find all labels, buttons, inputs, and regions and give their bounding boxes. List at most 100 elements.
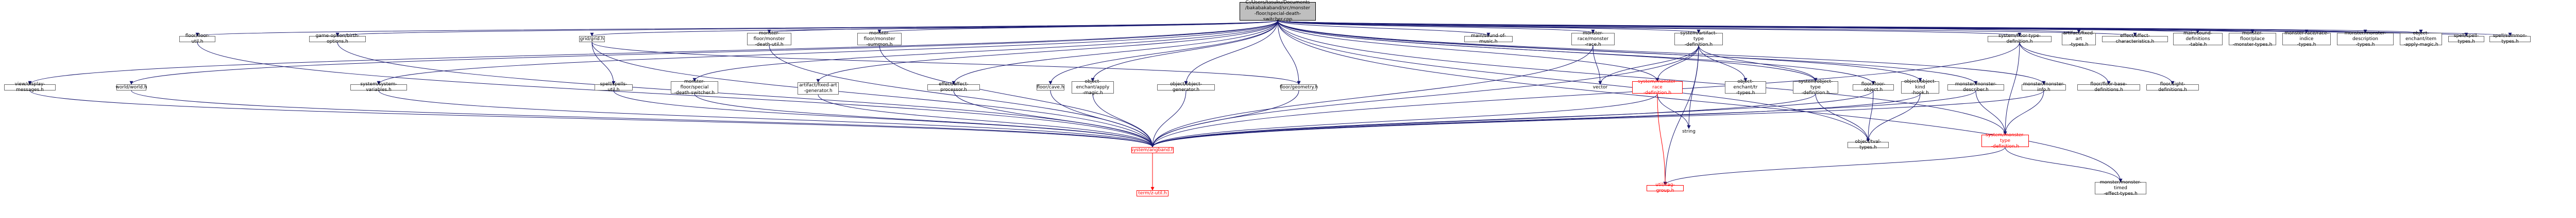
node-spell-types[interactable]: spell/spell-types.h xyxy=(2448,33,2484,44)
node-label: floor/floor-util.h xyxy=(185,33,210,44)
node-string: string xyxy=(1679,129,1699,135)
node-label: object-enchant/item -apply-magic.h xyxy=(2403,30,2438,47)
edge xyxy=(1277,20,1301,85)
node-label: object/object-generator.h xyxy=(1170,82,1202,93)
node-mon-describer[interactable]: monster/monster-describer.h xyxy=(1947,82,2004,93)
edge xyxy=(591,42,1155,148)
node-mr-indice[interactable]: monster-race/race-indice -types.h xyxy=(2282,31,2331,47)
node-mon-info[interactable]: monster/monster-info.h xyxy=(2022,82,2066,93)
node-mon-desc[interactable]: monster/monster-description -types.h xyxy=(2337,31,2394,47)
edge xyxy=(377,20,1278,85)
node-main-sound-def[interactable]: main/sound-definitions -table.h xyxy=(2173,31,2223,47)
node-mf-special[interactable]: monster-floor/special -death-switcher.h xyxy=(671,79,718,96)
node-floor-util[interactable]: floor/floor-util.h xyxy=(179,33,215,44)
node-af-types[interactable]: artifact/fixed-art -types.h xyxy=(2062,31,2096,47)
node-obj-generator[interactable]: object/object-generator.h xyxy=(1157,82,1215,93)
node-obj-kind[interactable]: object/object-kind -hook.h xyxy=(1901,79,1939,96)
node-spell-util[interactable]: spell/spells-util.h xyxy=(595,82,633,93)
node-world[interactable]: world/world.h xyxy=(115,84,147,90)
node-game-options[interactable]: game-option/birth-options.h xyxy=(309,33,366,44)
node-sys-monster-type[interactable]: system/monster-type -definition.h xyxy=(1981,133,2029,149)
edge xyxy=(1657,93,1691,129)
edge xyxy=(1277,20,1875,85)
edge xyxy=(1277,20,2007,135)
edge xyxy=(1663,45,1699,186)
node-sys-angband[interactable]: system/angband.h xyxy=(1131,147,1174,153)
node-label: view/display-messages.h xyxy=(14,82,45,93)
node-term-z-util[interactable]: term/z-util.h xyxy=(1137,190,1168,196)
edge xyxy=(877,20,1278,33)
node-label: system/floor-type-definition.h xyxy=(1998,33,2041,44)
edge xyxy=(1815,93,1870,142)
edge xyxy=(879,45,1155,148)
edge xyxy=(1150,45,1699,148)
node-grid[interactable]: grid/grid.h xyxy=(579,36,605,42)
edge xyxy=(2003,90,2044,135)
edge xyxy=(768,20,1278,33)
node-mf-place[interactable]: monster-floor/place -monster-types.h xyxy=(2229,30,2276,47)
node-oe-apply[interactable]: object-enchant/apply -magic.h xyxy=(1072,79,1114,96)
edge xyxy=(1150,90,1874,148)
edge xyxy=(1150,90,1187,148)
node-label: string xyxy=(1682,129,1696,134)
edge xyxy=(378,90,1155,148)
node-sys-floor-type[interactable]: system/floor-type-definition.h xyxy=(1988,33,2052,44)
node-label: C:/Users/tasuku/Documents /bakabakaband/… xyxy=(1245,0,1310,22)
edge-layer xyxy=(28,20,2512,191)
edge xyxy=(1655,45,1699,82)
node-sys-artifact[interactable]: system/artifact-type -definition.h xyxy=(1674,30,1723,47)
node-label: floor/floor-object.h xyxy=(1861,82,1886,93)
node-floor-cave[interactable]: floor/cave.h xyxy=(1037,84,1064,90)
node-label: spell/spell-types.h xyxy=(2453,33,2479,44)
node-floor-geometry[interactable]: floor/geometry.h xyxy=(1280,84,1318,90)
node-label: monster-race/monster -race.h xyxy=(1577,30,1609,47)
edge xyxy=(29,90,1155,148)
edge xyxy=(2003,42,2020,135)
node-obj-tval[interactable]: object/tval-types.h xyxy=(1848,139,1889,150)
edge xyxy=(2005,147,2123,183)
edge xyxy=(129,20,1278,85)
node-sys-variables[interactable]: system/system-variables.h xyxy=(350,82,407,93)
node-oe-tr[interactable]: object-enchant/tr -types.h xyxy=(1725,79,1766,96)
node-mon-timed[interactable]: monster/monster-timed -effect-types.h xyxy=(2095,179,2146,196)
edge xyxy=(1092,93,1155,148)
node-sys-object-type[interactable]: system/object-type -definition.h xyxy=(1793,79,1838,96)
node-spell-summon[interactable]: spell/summon-types.h xyxy=(2489,33,2531,44)
node-label: floor/sight-definitions.h xyxy=(2158,82,2187,93)
edge xyxy=(591,42,616,85)
node-label: monster-floor/place -monster-types.h xyxy=(2232,30,2273,47)
node-oe-magic[interactable]: object-enchant/item -apply-magic.h xyxy=(2400,30,2442,47)
node-label: game-option/birth-options.h xyxy=(315,33,360,44)
edge xyxy=(1866,90,1874,142)
node-label: system/angband.h xyxy=(1131,147,1174,153)
node-label: monster-floor/special -death-switcher.h xyxy=(674,79,715,96)
edge xyxy=(1184,20,1278,85)
node-label: term/z-util.h xyxy=(1138,190,1167,196)
node-mf-summon[interactable]: monster-floor/monster -summon.h xyxy=(857,31,902,47)
edge xyxy=(1663,147,2006,186)
node-util-flag[interactable]: util/flag-group.h xyxy=(1647,183,1684,193)
node-effect-processor[interactable]: effect/effect-processor.h xyxy=(927,82,980,93)
edge xyxy=(692,20,1278,82)
node-label: monster/monster-timed -effect-types.h xyxy=(2099,179,2142,196)
node-view-display[interactable]: view/display-messages.h xyxy=(4,82,56,93)
node-label: util/flag-group.h xyxy=(1655,183,1675,193)
node-floor-base[interactable]: floor/floor-base-definitions.h xyxy=(2077,82,2140,93)
node-mr-race[interactable]: monster-race/monster -race.h xyxy=(1571,30,1615,47)
edge xyxy=(1277,20,2123,183)
node-sys-monster-race[interactable]: system/monster-race -definition.h xyxy=(1632,79,1683,96)
edge xyxy=(197,42,1155,148)
node-label: system/artifact-type -definition.h xyxy=(1680,30,1717,47)
edge xyxy=(953,90,1155,148)
edge xyxy=(694,93,1155,148)
node-af-generator[interactable]: artifact/fixed-art -generator.h xyxy=(798,82,839,95)
node-floor-object[interactable]: floor/floor-object.h xyxy=(1853,82,1894,93)
node-af-char[interactable]: effect/effect-characteristics.h xyxy=(2102,33,2168,44)
edge xyxy=(1698,45,1818,82)
node-label: monster-floor/monster -death-util.h xyxy=(753,30,785,47)
node-mf-death-util[interactable]: monster-floor/monster -death-util.h xyxy=(747,30,791,47)
node-main-sound[interactable]: main/sound-of-music.h xyxy=(1464,33,1513,44)
node-label: grid/grid.h xyxy=(580,36,604,42)
edge xyxy=(1050,90,1155,148)
node-floor-sight[interactable]: floor/sight-definitions.h xyxy=(2146,82,2199,93)
